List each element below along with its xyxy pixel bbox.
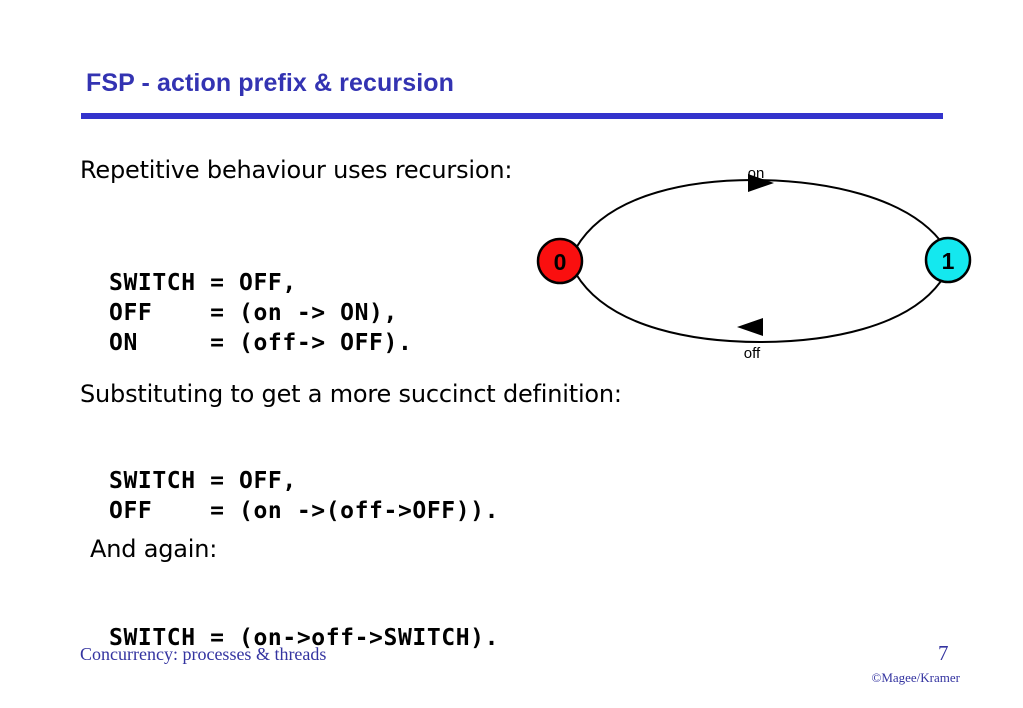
code-block-substituted-definition: SWITCH = OFF, OFF = (on ->(off->OFF)).	[109, 468, 500, 524]
and-again-paragraph: And again:	[90, 535, 218, 563]
substitution-paragraph: Substituting to get a more succinct defi…	[80, 380, 622, 408]
code-block-recursive-definition: SWITCH = OFF, OFF = (on -> ON), ON = (of…	[109, 270, 413, 356]
page-title: FSP - action prefix & recursion	[86, 69, 455, 97]
transition-label-off: off	[744, 345, 761, 362]
state-node-1[interactable]	[924, 236, 972, 284]
transition-arc-off	[575, 273, 946, 344]
state-node-0[interactable]	[536, 237, 584, 285]
title-underline-rule	[81, 113, 943, 119]
footer-course-title: Concurrency: processes & threads	[80, 644, 327, 664]
transition-label-on: on	[748, 165, 765, 182]
footer-page-number: 7	[938, 641, 949, 665]
state-node-0-label: 0	[554, 249, 567, 275]
arrow-head-on	[748, 174, 774, 192]
code-block-final-definition: SWITCH = (on->off->SWITCH).	[109, 625, 500, 651]
state-node-1-label: 1	[942, 248, 955, 274]
intro-paragraph: Repetitive behaviour uses recursion:	[80, 156, 513, 184]
transition-arc-on	[575, 178, 946, 249]
footer-copyright: ©Magee/Kramer	[871, 670, 960, 685]
state-machine-diagram: 0 1 on off	[520, 150, 1010, 370]
arrow-head-off	[737, 318, 763, 336]
